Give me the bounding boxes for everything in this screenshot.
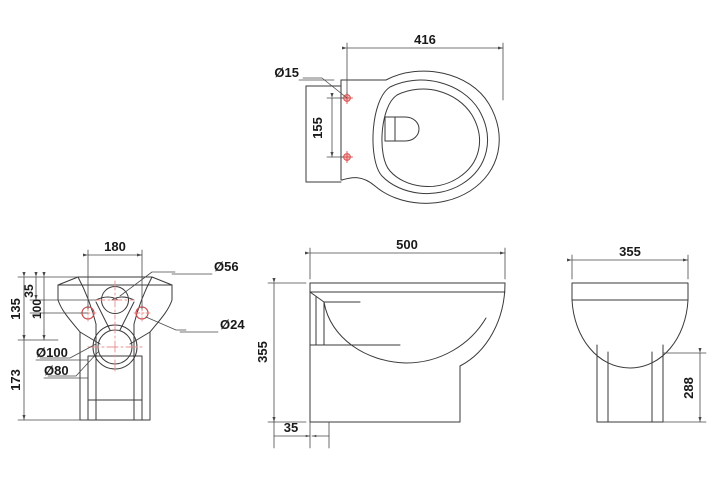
- leader-d24: [145, 316, 187, 331]
- rear-sculpt-lower-right: [129, 331, 151, 345]
- rear-sculpt-left: [95, 301, 111, 331]
- side-body-outline: [309, 282, 506, 423]
- front-view-dimensions: [566, 254, 707, 423]
- dimension-text-labels: 416 155 Ø15 180 Ø56 Ø24 135 100 35 173 Ø…: [8, 32, 696, 435]
- rear-view-centerlines: [79, 280, 151, 373]
- bracket-outline-top-view: [305, 85, 342, 183]
- rear-pedestal-box: [87, 355, 143, 421]
- leader-d56: [119, 271, 176, 297]
- top-view-bracket-outline: [305, 85, 342, 183]
- view-top-seat: [340, 70, 500, 204]
- label-288: 288: [681, 377, 696, 399]
- label-35: 35: [284, 420, 298, 435]
- leader-d100: [39, 343, 97, 359]
- rear-sculpt-right: [119, 301, 135, 331]
- side-rim-inner-left: [309, 291, 325, 346]
- label-155: 155: [310, 117, 325, 139]
- rear-view-dimensions: [17, 249, 219, 421]
- rear-right-flank: [133, 276, 153, 421]
- top-view-dimensions: [298, 42, 504, 158]
- seat-outer-outline: [340, 70, 500, 204]
- label-500: 500: [396, 237, 418, 252]
- label-173: 173: [8, 369, 23, 391]
- label-35v: 35: [22, 284, 36, 298]
- hinge-tongue-outer: [384, 116, 420, 142]
- rear-shoulder-right: [111, 296, 135, 301]
- rear-sculpt-lower-left: [79, 331, 101, 345]
- label-100v: 100: [30, 299, 44, 319]
- view-front-elevation: [571, 282, 689, 423]
- rear-shoulder-left: [95, 296, 119, 301]
- label-135: 135: [8, 298, 23, 320]
- top-view-hole-marks: [341, 92, 353, 163]
- side-bowl-arc: [323, 301, 487, 364]
- label-d15: Ø15: [274, 65, 299, 80]
- front-bowl-outline: [571, 282, 689, 369]
- leader-d15: [302, 77, 348, 99]
- label-416: 416: [414, 32, 436, 47]
- label-d80: Ø80: [44, 363, 69, 378]
- label-355-front: 355: [619, 244, 641, 259]
- side-view-dimensions: [267, 247, 506, 449]
- front-pedestal-outline: [596, 344, 664, 423]
- leader-d80: [47, 350, 100, 377]
- rear-left-flank: [77, 276, 97, 421]
- seat-opening: [381, 88, 480, 187]
- label-355-side: 355: [255, 341, 270, 363]
- label-180: 180: [104, 239, 126, 254]
- label-d100: Ø100: [36, 345, 68, 360]
- view-rear-mounting: [57, 276, 173, 421]
- label-d56: Ø56: [214, 259, 239, 274]
- label-d24: Ø24: [220, 317, 245, 332]
- view-side-elevation: [309, 282, 506, 423]
- lid-inner-ring: [372, 79, 488, 195]
